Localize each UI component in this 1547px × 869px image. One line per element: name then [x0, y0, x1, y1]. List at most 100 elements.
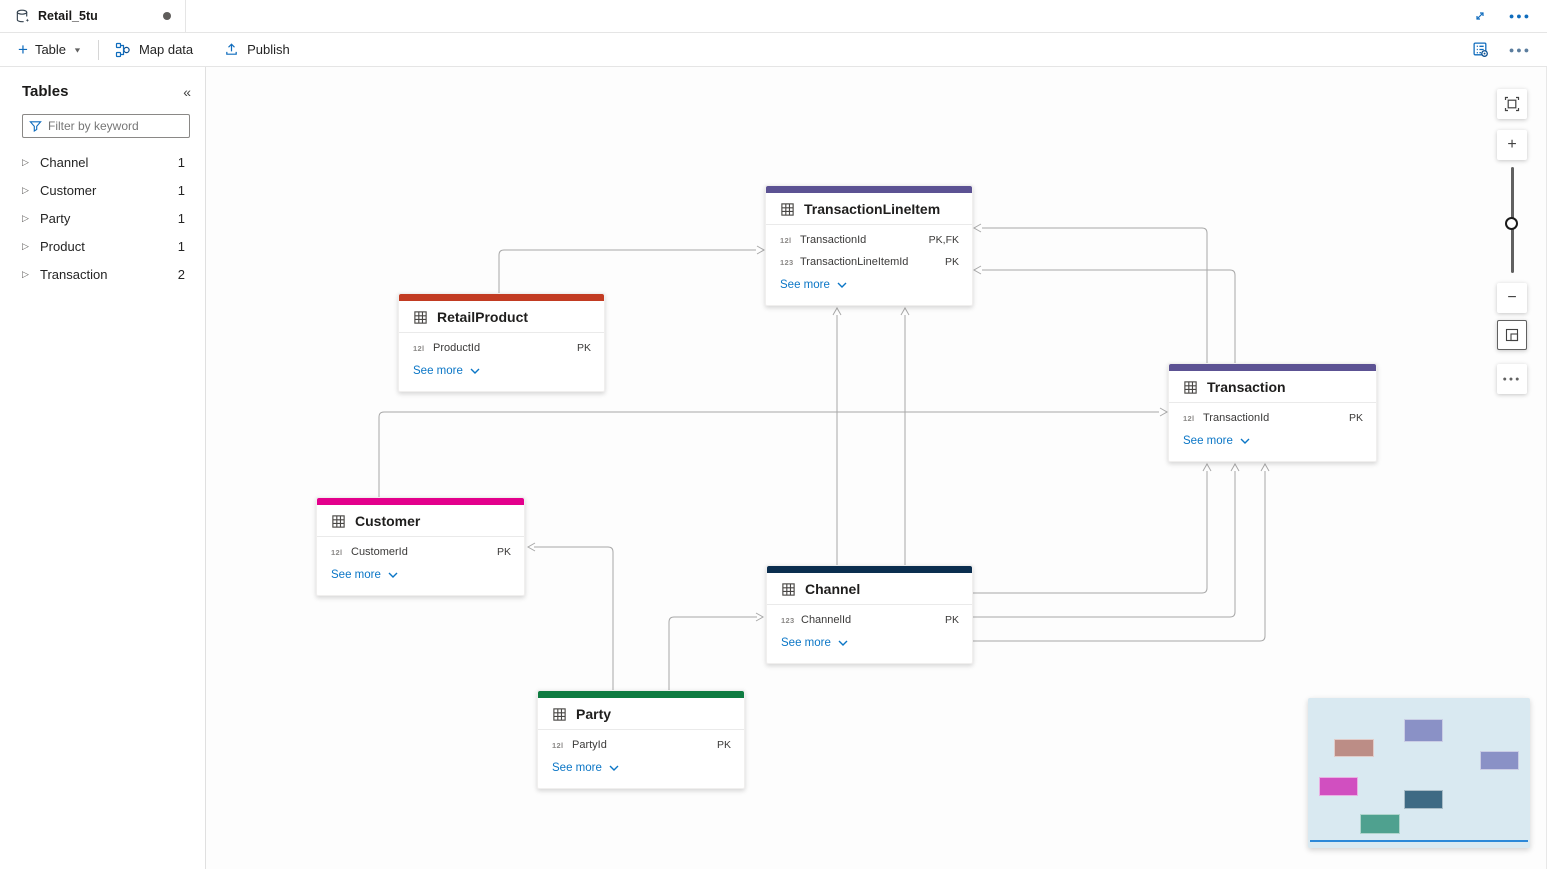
table-properties-icon[interactable]: [1469, 39, 1491, 61]
relationship-connector[interactable]: [973, 462, 1270, 642]
relationship-connector[interactable]: [973, 462, 1240, 618]
field-row[interactable]: 12l PartyId PK: [538, 734, 744, 756]
table-accent-bar: [1169, 364, 1376, 371]
field-name: TransactionId: [1203, 412, 1270, 424]
see-more-link[interactable]: See more: [1169, 429, 1376, 453]
table-header[interactable]: Transaction: [1169, 371, 1376, 402]
sidebar-item-product[interactable]: ▷ Product 1: [0, 232, 205, 260]
database-icon: [14, 5, 30, 27]
field-key-badge: PK: [716, 739, 731, 751]
field-name: TransactionLineItemId: [800, 256, 909, 268]
relationship-connector[interactable]: [973, 462, 1212, 594]
chevron-down-icon: ▼: [73, 45, 82, 54]
field-row[interactable]: 12l TransactionId PK: [1169, 407, 1376, 429]
sidebar-title: Tables: [22, 83, 69, 100]
datatype-number-icon: 123: [781, 615, 795, 625]
toolbar-divider: [97, 39, 99, 60]
expand-caret-icon[interactable]: ▷: [22, 156, 29, 167]
datatype-number-icon: 12l: [780, 235, 792, 245]
expand-icon[interactable]: [1469, 5, 1491, 27]
table-header[interactable]: Customer: [317, 505, 524, 536]
table-header[interactable]: Channel: [767, 573, 972, 604]
table-grid-icon: [1183, 380, 1198, 395]
datatype-number-icon: 12l: [552, 740, 564, 750]
relationship-connector[interactable]: [498, 245, 766, 293]
relationship-connector[interactable]: [972, 223, 1208, 363]
field-row[interactable]: 123 TransactionLineItemId PK: [766, 251, 972, 273]
table-header[interactable]: RetailProduct: [399, 301, 604, 332]
relationship-connector[interactable]: [972, 265, 1236, 363]
expand-caret-icon[interactable]: ▷: [22, 268, 29, 279]
sidebar-item-channel[interactable]: ▷ Channel 1: [0, 148, 205, 176]
relationship-connector[interactable]: [526, 542, 614, 690]
field-name: ChannelId: [801, 614, 852, 626]
chevron-down-icon: [838, 640, 848, 646]
table-node-retailproduct[interactable]: RetailProduct 12l ProductId PK See more: [398, 293, 605, 392]
field-key-badge: PK,FK: [928, 234, 959, 246]
zoom-in-button[interactable]: +: [1497, 130, 1527, 160]
tab-retail-5tu[interactable]: Retail_5tu: [0, 0, 186, 32]
relationship-connector[interactable]: [378, 407, 1169, 497]
table-node-customer[interactable]: Customer 12l CustomerId PK See more: [316, 497, 525, 596]
field-row[interactable]: 12l ProductId PK: [399, 337, 604, 359]
table-name: Channel: [805, 581, 861, 597]
see-more-label: See more: [552, 762, 602, 774]
table-header[interactable]: TransactionLineItem: [766, 193, 972, 224]
minimap-toggle-button[interactable]: [1497, 320, 1527, 350]
expand-caret-icon[interactable]: ▷: [22, 240, 29, 251]
minimap-node-retailproduct: [1334, 739, 1374, 757]
relationship-connector[interactable]: [668, 612, 765, 690]
new-table-button[interactable]: + Table ▼: [14, 41, 86, 58]
datatype-number-icon: 12l: [331, 547, 343, 557]
more-options-icon[interactable]: ●●●: [1508, 11, 1532, 21]
expand-caret-icon[interactable]: ▷: [22, 184, 29, 195]
field-name: TransactionId: [800, 234, 867, 246]
datatype-number-icon: 12l: [413, 343, 425, 353]
table-body: 12l TransactionId PK See more: [1169, 402, 1376, 461]
publish-button[interactable]: Publish: [219, 39, 294, 61]
relationship-connector[interactable]: [832, 306, 842, 565]
table-node-channel[interactable]: Channel 123 ChannelId PK See more: [766, 565, 973, 664]
table-node-transaction[interactable]: Transaction 12l TransactionId PK See mor…: [1168, 363, 1377, 462]
sidebar-item-count: 1: [177, 182, 185, 198]
tables-list: ▷ Channel 1▷ Customer 1▷ Party 1▷ Produc…: [0, 148, 205, 288]
sidebar-item-customer[interactable]: ▷ Customer 1: [0, 176, 205, 204]
table-node-transactionlineitem[interactable]: TransactionLineItem 12l TransactionId PK…: [765, 185, 973, 306]
zoom-out-button[interactable]: −: [1497, 283, 1527, 313]
see-more-link[interactable]: See more: [766, 273, 972, 297]
zoom-slider[interactable]: [1497, 167, 1527, 273]
filter-input[interactable]: [48, 119, 183, 133]
see-more-label: See more: [413, 365, 463, 377]
filter-icon: [29, 120, 42, 133]
see-more-link[interactable]: See more: [317, 563, 524, 587]
collapse-panel-icon[interactable]: «: [183, 83, 191, 100]
filter-box[interactable]: [22, 114, 190, 138]
field-row[interactable]: 123 ChannelId PK: [767, 609, 972, 631]
table-node-party[interactable]: Party 12l PartyId PK See more: [537, 690, 745, 789]
minimap[interactable]: [1308, 698, 1530, 848]
table-body: 12l CustomerId PK See more: [317, 536, 524, 595]
field-row[interactable]: 12l CustomerId PK: [317, 541, 524, 563]
see-more-link[interactable]: See more: [767, 631, 972, 655]
fit-to-screen-button[interactable]: [1497, 89, 1527, 119]
map-data-button[interactable]: Map data: [111, 39, 197, 61]
field-key-badge: PK: [1348, 412, 1363, 424]
sidebar-item-party[interactable]: ▷ Party 1: [0, 204, 205, 232]
canvas-more-options-button[interactable]: ●●●: [1497, 364, 1527, 394]
diagram-canvas[interactable]: + − ●●● TransactionLineItem 12l: [206, 67, 1547, 869]
sidebar-item-label: Party: [40, 210, 71, 226]
table-accent-bar: [767, 566, 972, 573]
more-options-icon[interactable]: ●●●: [1508, 44, 1532, 55]
relationship-connector[interactable]: [900, 306, 910, 565]
see-more-link[interactable]: See more: [399, 359, 604, 383]
field-row[interactable]: 12l TransactionId PK,FK: [766, 229, 972, 251]
table-header[interactable]: Party: [538, 698, 744, 729]
sidebar-item-count: 1: [177, 210, 185, 226]
minimap-viewport-line: [1310, 840, 1528, 842]
chevron-down-icon: [388, 572, 398, 578]
see-more-link[interactable]: See more: [538, 756, 744, 780]
sidebar-item-transaction[interactable]: ▷ Transaction 2: [0, 260, 205, 288]
expand-caret-icon[interactable]: ▷: [22, 212, 29, 223]
zoom-slider-knob[interactable]: [1505, 217, 1518, 230]
chevron-down-icon: [837, 282, 847, 288]
